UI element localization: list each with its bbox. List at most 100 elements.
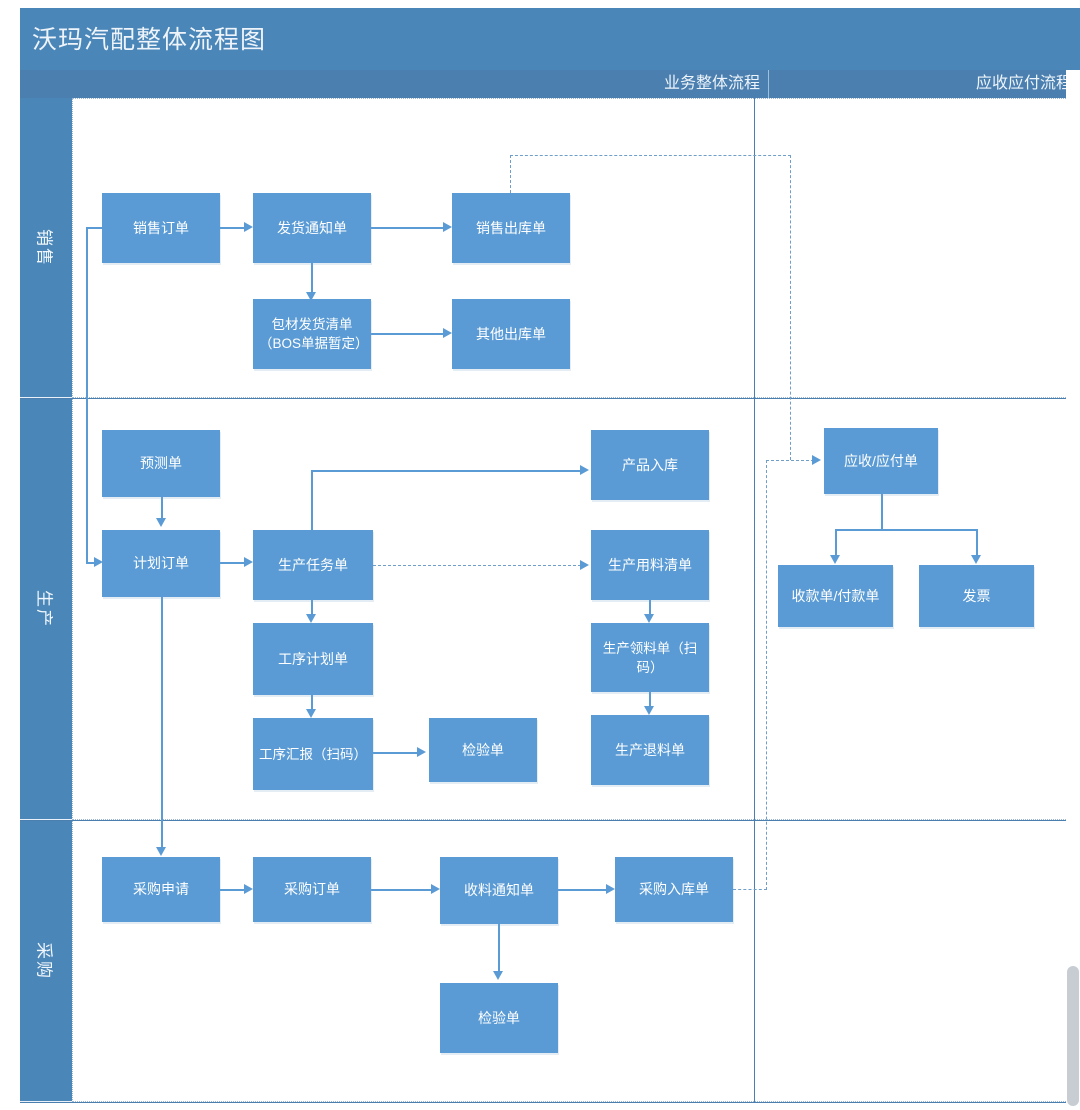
lane-pane-sales bbox=[72, 98, 1080, 398]
edge-arrow-issue-to-return bbox=[644, 706, 654, 715]
edge-plan-to-purchase-request bbox=[161, 597, 163, 852]
column-header-ar-ap: 应收应付流程 bbox=[768, 70, 1080, 98]
node-receipt-payment-label: 收款单/付款单 bbox=[791, 587, 880, 604]
edge-arrow-delivery-to-sales-outbound bbox=[443, 222, 452, 232]
edge-plan-to-task bbox=[220, 562, 246, 564]
edge-sales-order-left-stub bbox=[86, 227, 103, 229]
edge-into-plan-order bbox=[86, 562, 96, 564]
node-other-outbound[interactable]: 其他出库单 bbox=[452, 299, 570, 369]
node-process-report-label: 工序汇报（扫码） bbox=[259, 746, 367, 762]
node-sales-order-label: 销售订单 bbox=[133, 219, 189, 236]
node-delivery-notice[interactable]: 发货通知单 bbox=[253, 193, 371, 263]
lane-label-sales: 销售 bbox=[20, 98, 72, 398]
lane-label-production: 生产 bbox=[20, 398, 72, 820]
edge-arrow-arap-to-receipt bbox=[830, 555, 840, 564]
node-purchase-inbound[interactable]: 采购入库单 bbox=[615, 857, 733, 922]
edge-arrow-request-to-order bbox=[244, 884, 253, 894]
node-forecast-order-label: 预测单 bbox=[140, 455, 182, 471]
edge-issue-to-return bbox=[649, 692, 651, 711]
edge-arrow-plan-to-purchase-request bbox=[156, 847, 166, 856]
node-process-report[interactable]: 工序汇报（扫码） bbox=[253, 718, 373, 790]
edge-arrow-receipt-notice-to-inbound bbox=[606, 884, 615, 894]
vertical-scrollbar-track[interactable] bbox=[1066, 70, 1080, 1110]
column-header-band bbox=[20, 70, 1080, 98]
lane-label-purchase: 采购 bbox=[20, 820, 72, 1102]
node-sales-outbound[interactable]: 销售出库单 bbox=[452, 193, 570, 263]
edge-report-to-inspection bbox=[371, 752, 419, 754]
edge-receipt-notice-to-inspection bbox=[498, 924, 500, 976]
vertical-scrollbar-thumb[interactable] bbox=[1067, 966, 1079, 1106]
edge-sales-order-to-delivery bbox=[220, 227, 246, 229]
node-receipt-payment[interactable]: 收款单/付款单 bbox=[778, 565, 893, 627]
edge-sales-outbound-down-to-arap bbox=[790, 155, 791, 460]
title-bar bbox=[20, 8, 1080, 70]
edge-arrow-task-to-bom bbox=[580, 560, 589, 570]
lane-label-sales-text: 销售 bbox=[34, 228, 54, 267]
node-production-task[interactable]: 生产任务单 bbox=[253, 530, 373, 600]
edge-arrow-packing-to-other-outbound bbox=[443, 328, 452, 338]
edge-forecast-to-plan bbox=[161, 497, 163, 523]
page-title: 沃玛汽配整体流程图 bbox=[32, 26, 267, 54]
node-packing-list-label-line1: 包材发货清单 bbox=[271, 317, 353, 332]
node-material-issue[interactable]: 生产领料单（扫 码） bbox=[591, 623, 709, 692]
lane-divider-3 bbox=[20, 1102, 1080, 1103]
edge-arrow-into-arap bbox=[812, 455, 821, 465]
node-ar-ap-bill-label: 应收/应付单 bbox=[844, 452, 918, 469]
node-production-bom[interactable]: 生产用料清单 bbox=[591, 530, 709, 600]
column-header-business: 业务整体流程 bbox=[663, 75, 760, 92]
node-invoice-label: 发票 bbox=[962, 587, 991, 604]
node-process-plan[interactable]: 工序计划单 bbox=[253, 623, 373, 695]
node-product-inbound-label: 产品入库 bbox=[622, 456, 678, 473]
node-packing-list-label-line2: （BOS单据暂定） bbox=[259, 336, 369, 351]
lane-label-production-text: 生产 bbox=[34, 589, 54, 628]
edge-arrow-delivery-to-packing bbox=[306, 292, 316, 301]
edge-bom-to-issue bbox=[649, 600, 651, 619]
node-forecast-order[interactable]: 预测单 bbox=[102, 430, 220, 497]
node-inspection-production[interactable]: 检验单 bbox=[429, 718, 537, 782]
node-material-issue-label-line1: 生产领料单（扫 bbox=[602, 640, 698, 656]
edge-arrow-bom-to-issue bbox=[644, 614, 654, 623]
edge-sales-outbound-right bbox=[510, 155, 791, 156]
node-material-return-label: 生产退料单 bbox=[615, 741, 685, 758]
edge-receipt-notice-to-inbound bbox=[558, 889, 608, 891]
node-product-inbound[interactable]: 产品入库 bbox=[591, 430, 709, 500]
node-production-bom-label: 生产用料清单 bbox=[608, 556, 692, 573]
edge-arrow-forecast-to-plan bbox=[156, 518, 166, 527]
node-material-return[interactable]: 生产退料单 bbox=[591, 715, 709, 785]
node-plan-order[interactable]: 计划订单 bbox=[102, 530, 220, 597]
edge-task-to-product-inbound bbox=[311, 470, 583, 472]
edge-sales-order-down bbox=[86, 227, 88, 563]
edge-arrow-plan-to-task bbox=[244, 557, 253, 567]
edge-arrow-report-to-inspection bbox=[417, 747, 426, 757]
node-other-outbound-label: 其他出库单 bbox=[476, 325, 546, 342]
edge-packing-to-other-outbound bbox=[371, 333, 445, 335]
node-invoice[interactable]: 发票 bbox=[919, 565, 1034, 627]
node-ar-ap-bill[interactable]: 应收/应付单 bbox=[824, 428, 938, 494]
lane-pane-purchase bbox=[72, 820, 1080, 1102]
edge-request-to-order bbox=[220, 889, 246, 891]
node-sales-outbound-label: 销售出库单 bbox=[476, 219, 546, 236]
node-process-plan-label: 工序计划单 bbox=[278, 650, 348, 667]
node-production-task-label: 生产任务单 bbox=[278, 556, 348, 573]
edge-arap-to-receipt bbox=[835, 529, 837, 559]
edge-delivery-to-packing bbox=[311, 263, 313, 297]
node-receipt-notice[interactable]: 收料通知单 bbox=[440, 857, 558, 924]
edge-arap-vertical-from-purchase bbox=[766, 460, 767, 890]
node-packing-list[interactable]: 包材发货清单 （BOS单据暂定） bbox=[253, 299, 371, 369]
edge-arrow-into-plan-order bbox=[94, 557, 103, 567]
node-inspection-production-label: 检验单 bbox=[462, 741, 504, 758]
node-receipt-notice-label: 收料通知单 bbox=[464, 882, 534, 898]
node-inspection-purchase[interactable]: 检验单 bbox=[440, 983, 558, 1053]
edge-arap-to-invoice bbox=[976, 529, 978, 559]
lane-divider-2 bbox=[20, 820, 1080, 821]
node-purchase-order[interactable]: 采购订单 bbox=[253, 857, 371, 922]
edge-into-arap bbox=[766, 460, 814, 461]
node-sales-order[interactable]: 销售订单 bbox=[102, 193, 220, 263]
node-inspection-purchase-label: 检验单 bbox=[478, 1009, 520, 1026]
edge-process-plan-to-report bbox=[311, 695, 313, 714]
node-purchase-request[interactable]: 采购申请 bbox=[102, 857, 220, 922]
edge-task-to-process-plan bbox=[311, 600, 313, 619]
edge-arrow-task-to-product-inbound bbox=[580, 465, 589, 475]
edge-arrow-task-to-process-plan bbox=[306, 614, 316, 623]
edge-arap-split bbox=[835, 529, 977, 531]
